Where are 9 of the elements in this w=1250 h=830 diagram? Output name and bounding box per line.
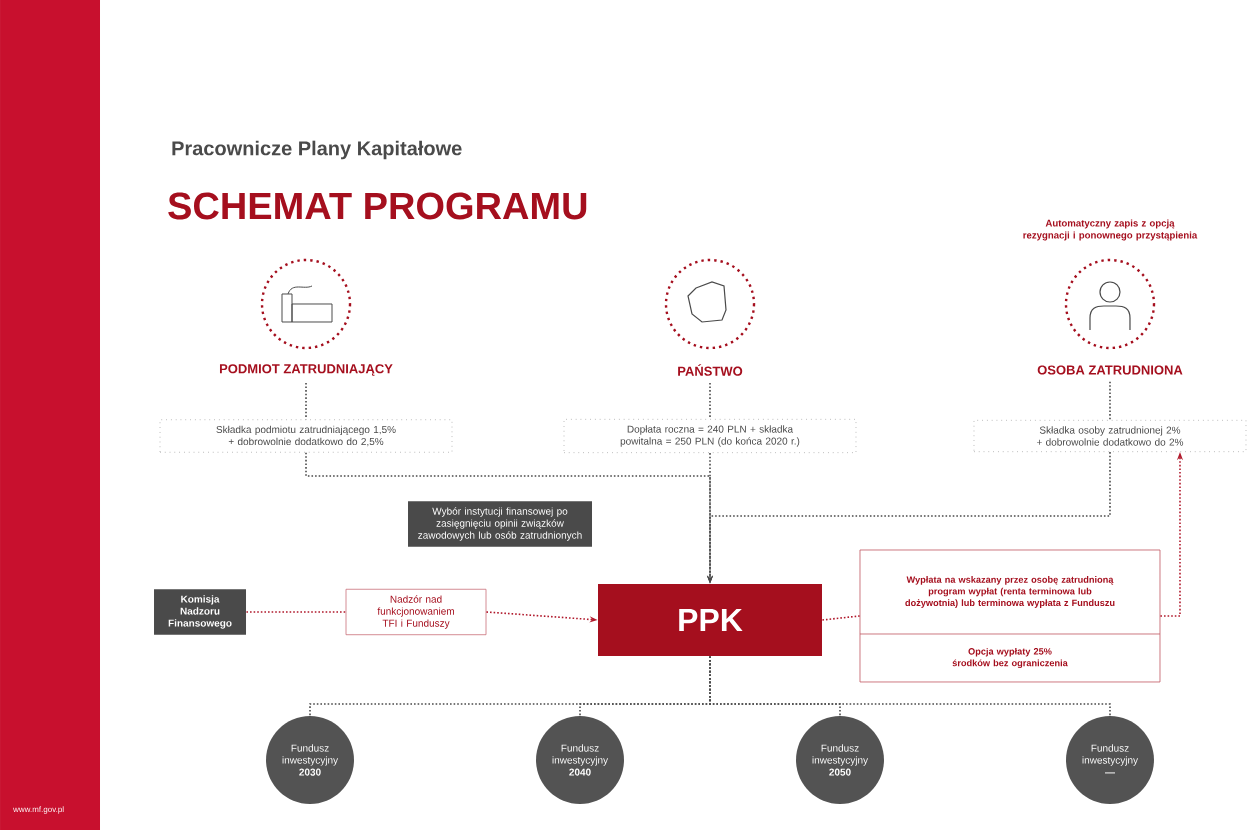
ppk-box: PPK bbox=[598, 584, 822, 656]
connector bbox=[1109, 380, 1111, 421]
connector bbox=[709, 655, 1111, 717]
connector bbox=[821, 615, 861, 621]
subtitle: Pracownicze Plany Kapitałowe bbox=[172, 140, 462, 160]
connector bbox=[305, 382, 307, 421]
connector bbox=[709, 382, 711, 420]
connector bbox=[245, 611, 347, 613]
title: SCHEMAT PROGRAMU bbox=[168, 192, 587, 220]
